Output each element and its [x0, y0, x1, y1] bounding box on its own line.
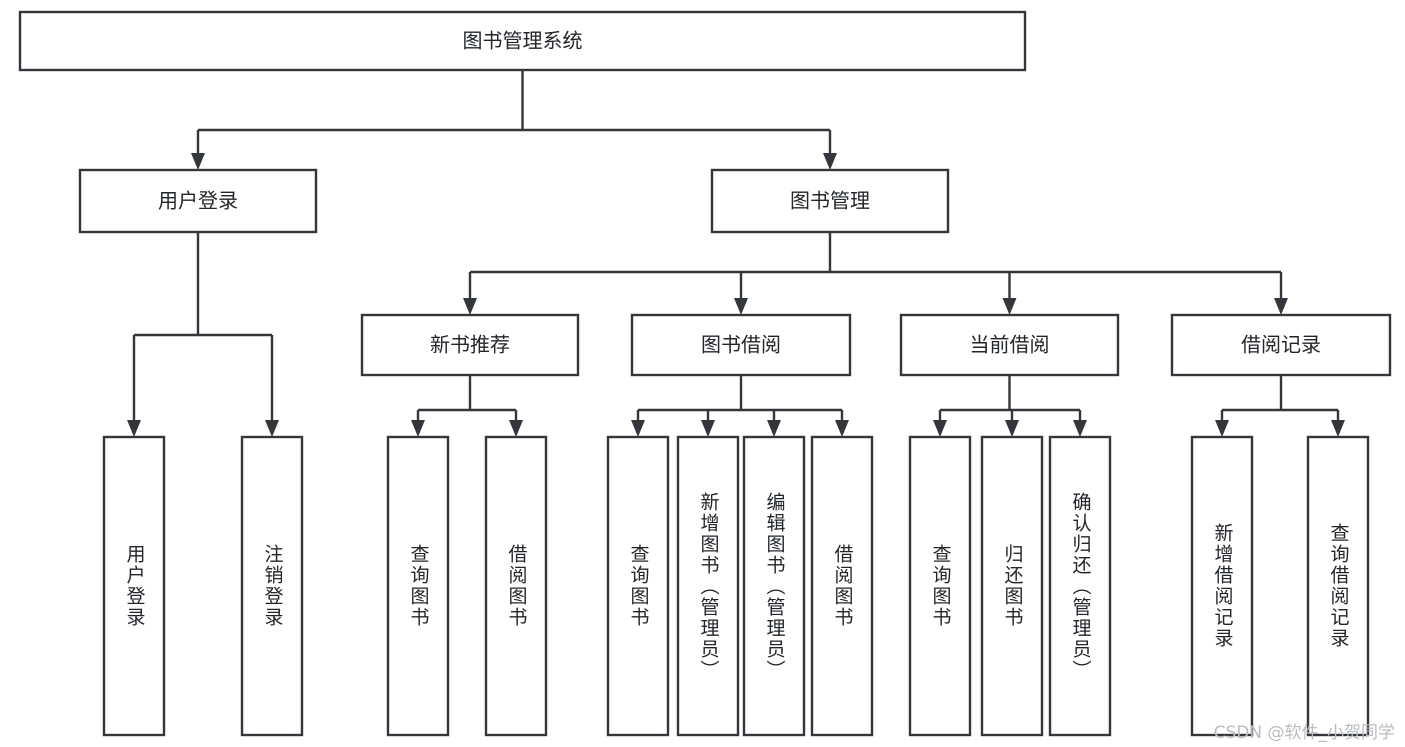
arrow-head-icon	[933, 420, 947, 437]
level3-node-3[interactable]	[899, 313, 1120, 377]
arrow-head-icon	[1002, 298, 1017, 315]
arrow-head-icon	[1274, 298, 1288, 315]
level2-node-1[interactable]	[78, 168, 318, 234]
arrow-head-icon	[767, 420, 781, 437]
level3-node-2[interactable]	[630, 313, 852, 377]
level2-node-2[interactable]	[710, 168, 950, 234]
leaf-node-7[interactable]	[742, 435, 806, 737]
level3-node-label: 借阅记录	[1241, 333, 1321, 357]
level3-node-label: 新书推荐	[430, 333, 510, 357]
level3-node-1[interactable]	[360, 313, 580, 377]
arrow-head-icon	[835, 420, 849, 437]
level3-node-4[interactable]	[1170, 313, 1392, 377]
leaf-node-9[interactable]	[908, 435, 972, 737]
leaf-node-11[interactable]	[1048, 435, 1112, 737]
leaf-node-12[interactable]	[1190, 435, 1254, 737]
leaf-node-1[interactable]	[102, 435, 166, 737]
arrow-head-icon	[411, 420, 425, 437]
leaf-node-5[interactable]	[606, 435, 670, 737]
level2-node-label: 用户登录	[158, 189, 238, 213]
arrow-head-icon	[701, 420, 715, 437]
arrow-head-icon	[191, 153, 205, 170]
arrow-head-icon	[1073, 420, 1087, 437]
root-node-label: 图书管理系统	[463, 29, 583, 53]
boxes-layer	[18, 10, 1392, 737]
arrow-head-icon	[127, 420, 141, 437]
level3-node-label: 图书借阅	[701, 333, 781, 357]
arrow-head-icon	[509, 420, 523, 437]
leaf-node-13[interactable]	[1306, 435, 1370, 737]
arrow-head-icon	[463, 298, 477, 315]
level2-node-label: 图书管理	[790, 189, 870, 213]
leaf-node-3[interactable]	[386, 435, 450, 737]
root-node[interactable]	[18, 10, 1027, 72]
leaf-node-6[interactable]	[676, 435, 740, 737]
level3-node-label: 当前借阅	[970, 333, 1050, 357]
arrow-head-icon	[265, 420, 279, 437]
arrow-head-icon	[734, 298, 748, 315]
arrow-head-icon	[1005, 420, 1019, 437]
edges-layer	[127, 70, 1345, 437]
leaf-node-2[interactable]	[240, 435, 304, 737]
leaf-node-10[interactable]	[980, 435, 1044, 737]
arrow-head-icon	[1215, 420, 1229, 437]
leaf-node-8[interactable]	[810, 435, 874, 737]
leaf-node-4[interactable]	[484, 435, 548, 737]
arrow-head-icon	[631, 420, 645, 437]
arrow-head-icon	[823, 153, 837, 170]
arrow-head-icon	[1331, 420, 1345, 437]
